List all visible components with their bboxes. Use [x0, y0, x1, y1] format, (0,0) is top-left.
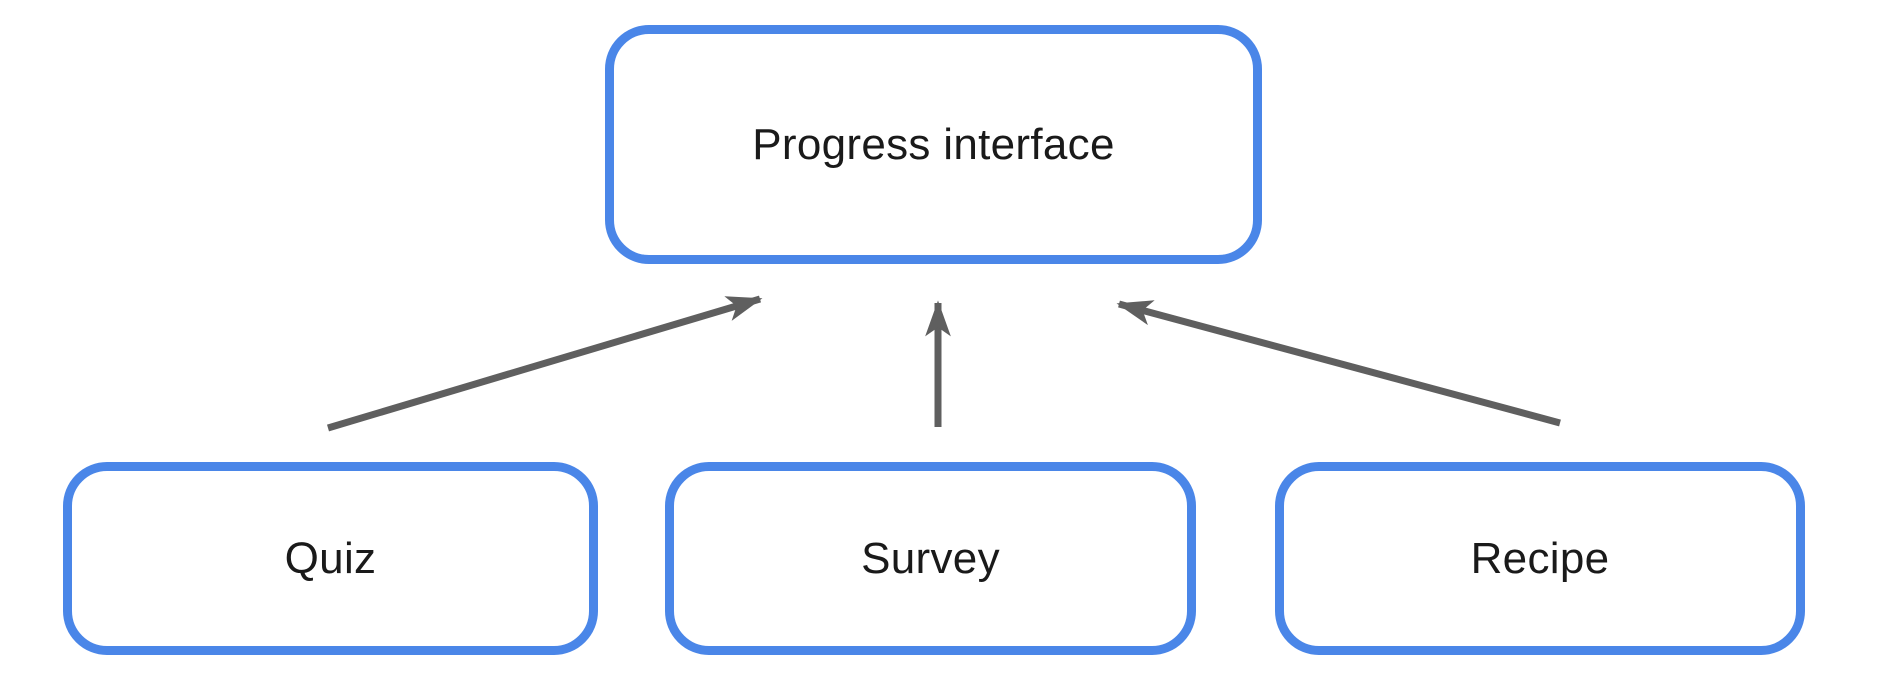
node-label-progress-interface: Progress interface: [752, 119, 1115, 169]
node-label-survey: Survey: [861, 533, 1000, 583]
arrow-recipe-to-progress: [1116, 300, 1561, 427]
node-survey: Survey: [665, 462, 1196, 655]
node-recipe: Recipe: [1275, 462, 1805, 655]
node-label-quiz: Quiz: [284, 533, 377, 583]
arrow-quiz-to-progress: [326, 295, 763, 432]
node-label-recipe: Recipe: [1470, 533, 1610, 583]
node-progress-interface: Progress interface: [605, 25, 1262, 264]
node-quiz: Quiz: [63, 462, 598, 655]
